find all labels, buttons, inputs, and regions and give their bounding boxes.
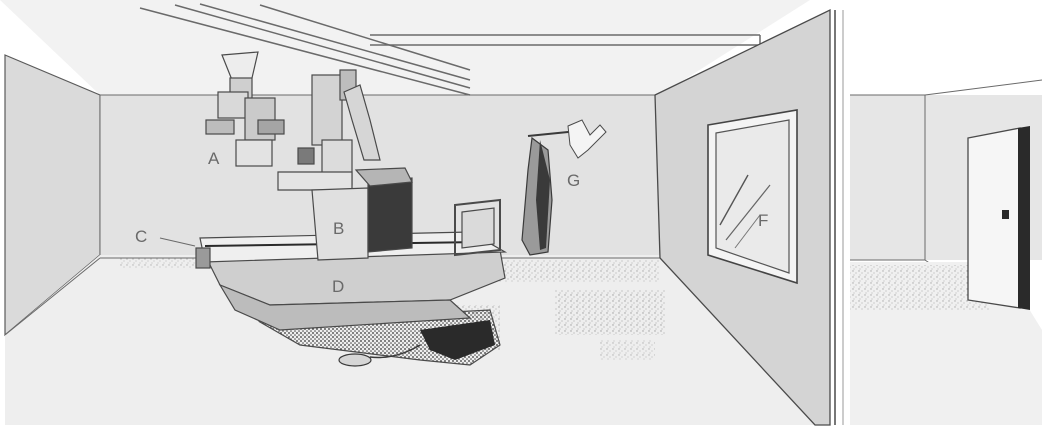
label-f: F xyxy=(758,212,768,229)
window xyxy=(708,110,797,283)
door xyxy=(968,126,1030,310)
label-b: B xyxy=(333,220,344,237)
label-d: D xyxy=(332,278,344,295)
label-a: A xyxy=(208,150,219,167)
label-g: G xyxy=(567,172,580,189)
label-c: C xyxy=(135,228,147,245)
